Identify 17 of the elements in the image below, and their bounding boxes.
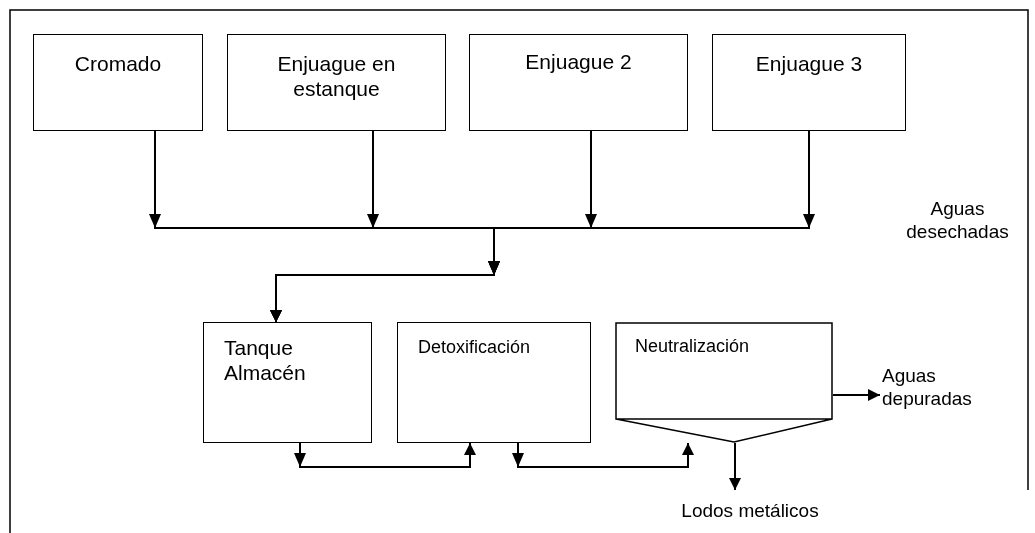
process-box	[469, 34, 688, 131]
node-label: Neutralización	[635, 336, 750, 358]
node-label: Detoxificación	[418, 337, 531, 359]
process-box	[227, 34, 446, 131]
node-label: Aguas depuradas	[882, 365, 973, 411]
process-box	[33, 34, 203, 131]
settling-tank	[615, 322, 833, 443]
node-label: Enjuague 3	[755, 51, 863, 77]
node-label: Enjuague 2	[525, 49, 632, 75]
node-label: Enjuague en estanque	[276, 51, 397, 102]
process-box	[712, 34, 906, 131]
process-box	[397, 322, 591, 443]
flow-label: Aguas desechadas	[905, 198, 1010, 244]
process-box	[203, 322, 372, 443]
node-label: Lodos metálicos	[681, 500, 819, 523]
node-label: Tanque Almacén	[224, 335, 307, 386]
node-label: Cromado	[74, 51, 162, 77]
